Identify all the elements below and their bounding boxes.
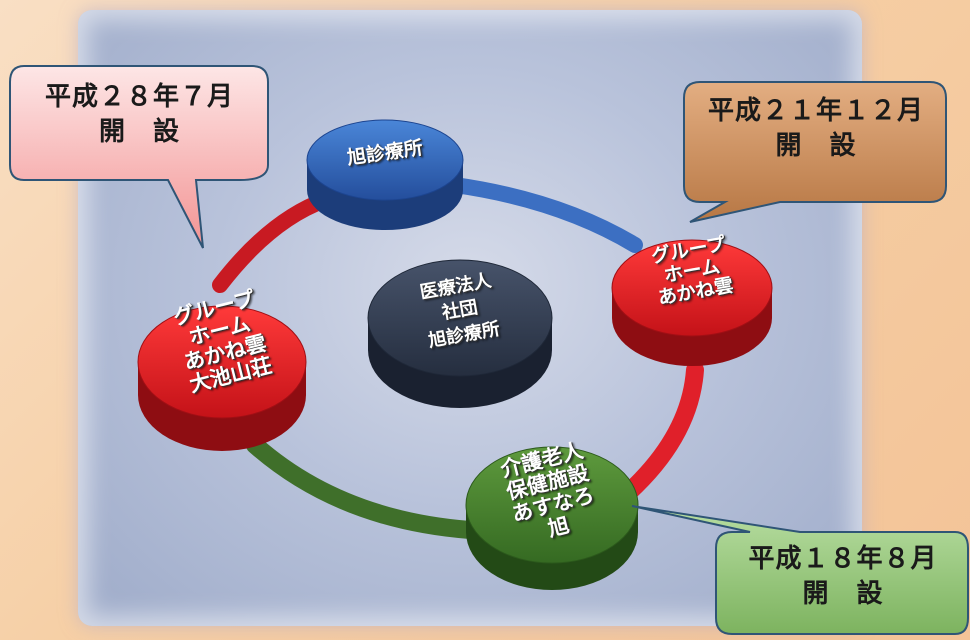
callout-bottom-date: 平成１８年８月 bbox=[748, 544, 938, 574]
callout-left-date: 平成２８年７月 bbox=[44, 82, 234, 112]
callout-bottom-label: 開 設 bbox=[802, 579, 884, 610]
callout-bottom-green bbox=[631, 505, 969, 635]
callout-left-pink bbox=[9, 65, 269, 249]
puck-left-red bbox=[137, 305, 307, 451]
callout-bottom-text: 平成１８年８月 開 設 bbox=[718, 542, 968, 612]
ring-arc-green bbox=[246, 436, 479, 539]
puck-bottom-green bbox=[465, 446, 639, 590]
puck-center-dark bbox=[367, 259, 553, 408]
callout-right-brown bbox=[683, 81, 947, 223]
ring-arc-red-left bbox=[212, 192, 333, 293]
puck-top-blue bbox=[306, 119, 464, 230]
ring-arc-red-right bbox=[611, 361, 704, 509]
callout-right-date: 平成２１年１２月 bbox=[707, 96, 924, 126]
callout-left-label: 開 設 bbox=[98, 117, 180, 148]
callout-right-text: 平成２１年１２月 開 設 bbox=[686, 94, 946, 164]
puck-right-red bbox=[611, 239, 773, 366]
callout-left-text: 平成２８年７月 開 設 bbox=[12, 80, 267, 150]
ring-arc-blue bbox=[447, 177, 643, 253]
callout-right-label: 開 設 bbox=[775, 131, 857, 162]
